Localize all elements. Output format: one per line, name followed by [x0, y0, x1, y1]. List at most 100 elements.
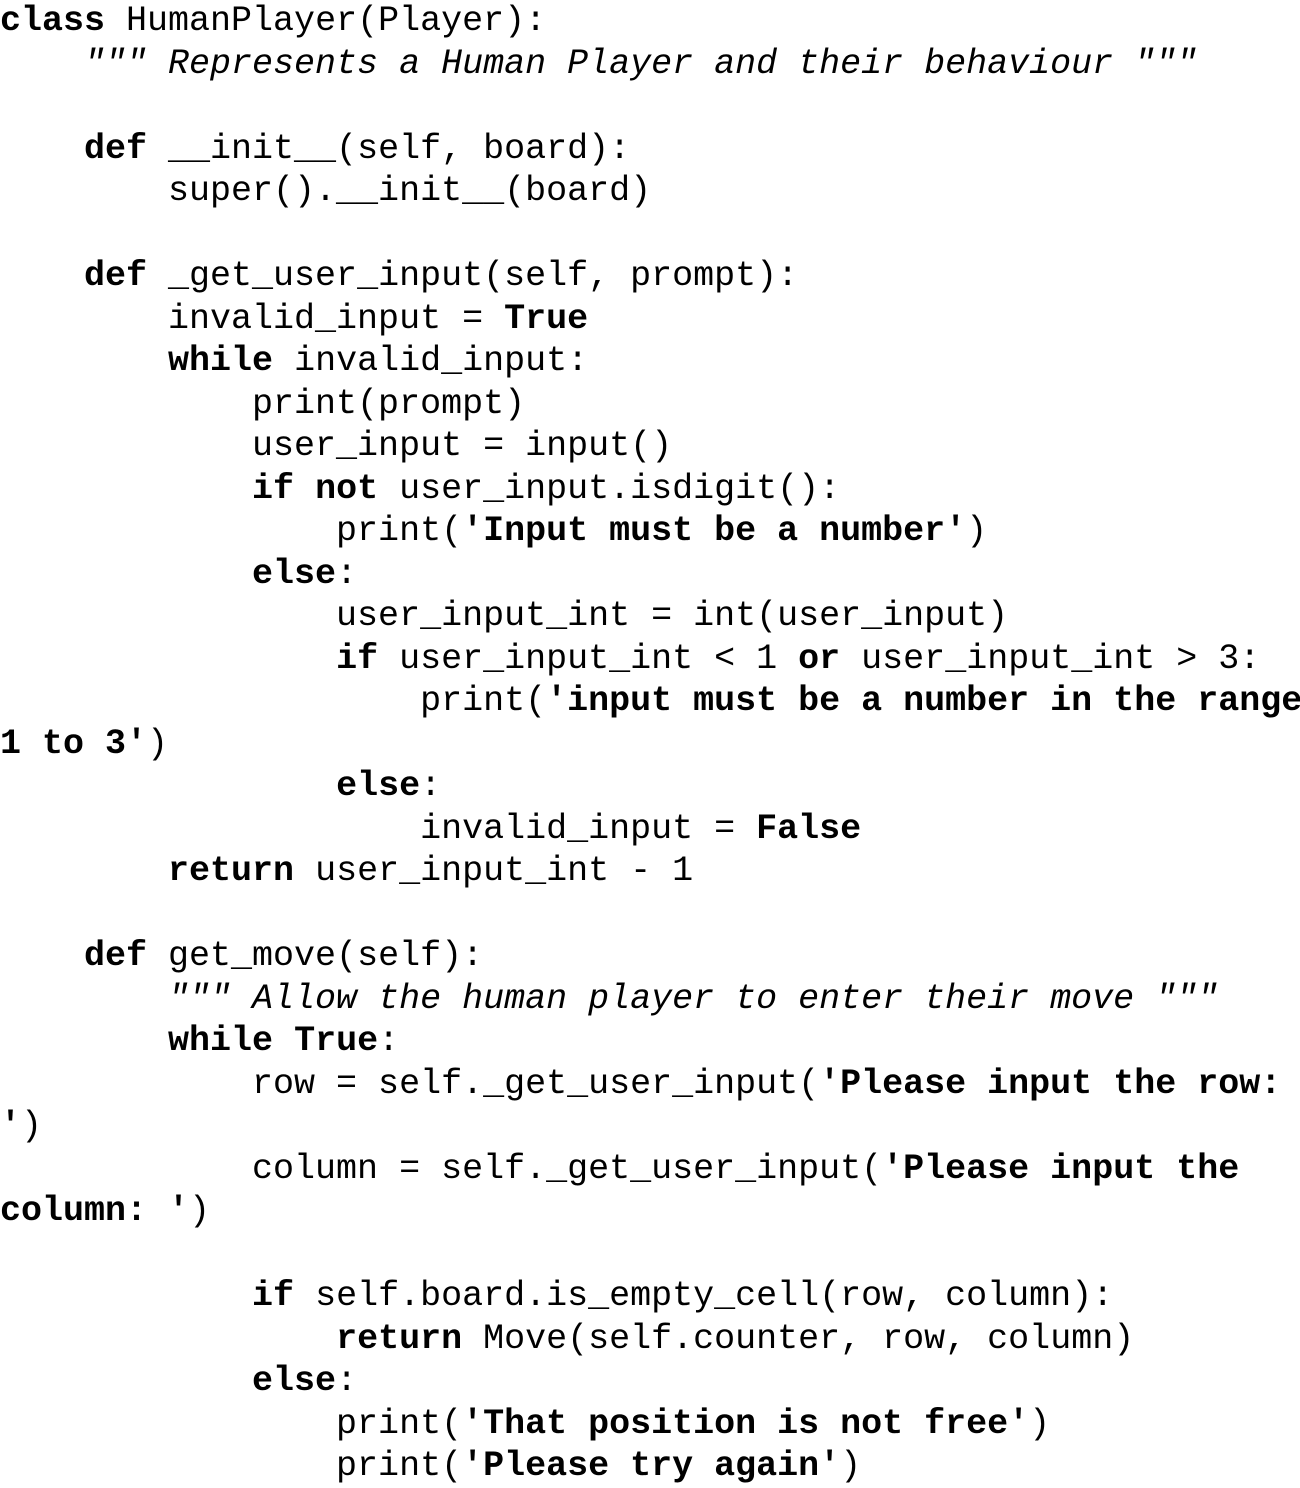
code-line: """ Represents a Human Player and their …	[0, 43, 1300, 86]
code-text: :	[336, 553, 358, 594]
code-text	[0, 341, 168, 381]
code-text	[0, 1021, 168, 1061]
code-line: user_input_int = int(user_input)	[0, 595, 1300, 638]
code-text: __init__(self, board):	[147, 128, 631, 169]
code-line: def __init__(self, board):	[0, 128, 1300, 171]
code-string: 'Please try again'	[462, 1446, 841, 1486]
code-line: print('Please try again')	[0, 1445, 1300, 1488]
code-text: self.board.is_empty_cell(row, column):	[294, 1276, 1114, 1316]
code-text	[0, 851, 168, 891]
code-keyword: if	[336, 638, 379, 679]
code-line	[0, 1233, 1300, 1276]
code-text	[0, 936, 84, 976]
code-text	[0, 1276, 252, 1316]
code-text	[0, 766, 336, 806]
code-text: invalid_input =	[0, 298, 505, 339]
code-line: if self.board.is_empty_cell(row, column)…	[0, 1275, 1300, 1318]
code-text: row = self._get_user_input(	[0, 1063, 820, 1104]
code-line: 1 to 3')	[0, 723, 1300, 766]
code-text: print(	[0, 1446, 463, 1486]
code-keyword: False	[756, 808, 862, 849]
code-keyword: def	[84, 256, 148, 296]
code-text: :	[420, 766, 442, 806]
code-text: print(	[0, 511, 463, 551]
code-string: 'Please input the row:	[819, 1063, 1282, 1104]
code-line: return user_input_int - 1	[0, 850, 1300, 893]
code-line: user_input = input()	[0, 425, 1300, 468]
code-text: user_input.isdigit():	[378, 468, 841, 509]
code-keyword: return	[336, 1318, 463, 1359]
code-text: invalid_input:	[273, 341, 589, 381]
code-text: user_input_int > 3:	[840, 638, 1261, 679]
code-text	[0, 129, 84, 169]
code-text: )	[966, 511, 988, 551]
code-text: HumanPlayer(Player):	[105, 1, 547, 41]
code-keyword: not	[315, 468, 379, 509]
code-keyword: if	[252, 468, 295, 509]
code-line: class HumanPlayer(Player):	[0, 0, 1300, 43]
code-line: invalid_input = False	[0, 808, 1300, 851]
code-line: if user_input_int < 1 or user_input_int …	[0, 638, 1300, 681]
code-line: print('input must be a number in the ran…	[0, 680, 1300, 723]
code-text: super().__init__(board)	[0, 171, 652, 211]
code-line: column = self._get_user_input('Please in…	[0, 1148, 1300, 1191]
code-text: )	[147, 723, 169, 764]
code-string: 'input must be a number in the range	[546, 681, 1300, 721]
code-text: )	[21, 1106, 43, 1146]
code-string: '	[0, 1106, 22, 1146]
code-text: print(	[0, 681, 547, 721]
code-line	[0, 85, 1300, 128]
code-text: user_input_int - 1	[294, 851, 694, 891]
code-line: ')	[0, 1105, 1300, 1148]
code-text	[0, 469, 252, 509]
code-line: print('Input must be a number')	[0, 510, 1300, 553]
code-text	[273, 1021, 294, 1061]
code-line: return Move(self.counter, row, column)	[0, 1318, 1300, 1361]
code-line: row = self._get_user_input('Please input…	[0, 1063, 1300, 1106]
code-text	[0, 1319, 336, 1359]
code-text: )	[840, 1446, 862, 1486]
code-line: while True:	[0, 1020, 1300, 1063]
code-keyword: def	[84, 128, 148, 169]
code-keyword: True	[294, 1021, 379, 1061]
code-docstring: """ Represents a Human Player and their …	[84, 43, 1198, 84]
code-line: print(prompt)	[0, 383, 1300, 426]
code-keyword: or	[798, 638, 841, 679]
code-text: column = self._get_user_input(	[0, 1148, 883, 1189]
code-keyword: class	[0, 1, 106, 41]
code-text: invalid_input =	[0, 808, 757, 849]
code-text: :	[336, 1361, 358, 1401]
code-text: user_input_int < 1	[378, 638, 799, 679]
code-line: else:	[0, 765, 1300, 808]
code-line: else:	[0, 1360, 1300, 1403]
code-docstring: """ Allow the human player to enter thei…	[168, 978, 1219, 1019]
code-text: user_input_int = int(user_input)	[0, 596, 1009, 636]
code-keyword: return	[168, 851, 295, 891]
code-line: column: ')	[0, 1190, 1300, 1233]
code-text: user_input = input()	[0, 426, 673, 466]
code-line: else:	[0, 553, 1300, 596]
code-text: :	[378, 1021, 400, 1061]
code-line: if not user_input.isdigit():	[0, 468, 1300, 511]
code-line: invalid_input = True	[0, 298, 1300, 341]
code-string: 'Input must be a number'	[462, 511, 967, 551]
code-keyword: True	[504, 298, 589, 339]
code-text	[0, 554, 252, 594]
code-line	[0, 213, 1300, 256]
code-keyword: else	[252, 1361, 337, 1401]
code-keyword: def	[84, 936, 148, 976]
code-text: )	[189, 1191, 211, 1231]
code-text: _get_user_input(self, prompt):	[147, 256, 799, 296]
code-string: 1 to 3'	[0, 723, 148, 764]
code-line: super().__init__(board)	[0, 170, 1300, 213]
code-text: )	[1029, 1403, 1051, 1444]
code-line: def _get_user_input(self, prompt):	[0, 255, 1300, 298]
code-text: Move(self.counter, row, column)	[462, 1318, 1135, 1359]
code-keyword: while	[168, 341, 274, 381]
code-line: """ Allow the human player to enter thei…	[0, 978, 1300, 1021]
code-string: 'Please input the	[882, 1148, 1240, 1189]
code-keyword: else	[252, 553, 337, 594]
code-text: print(	[0, 1403, 463, 1444]
code-text: get_move(self):	[147, 936, 484, 976]
